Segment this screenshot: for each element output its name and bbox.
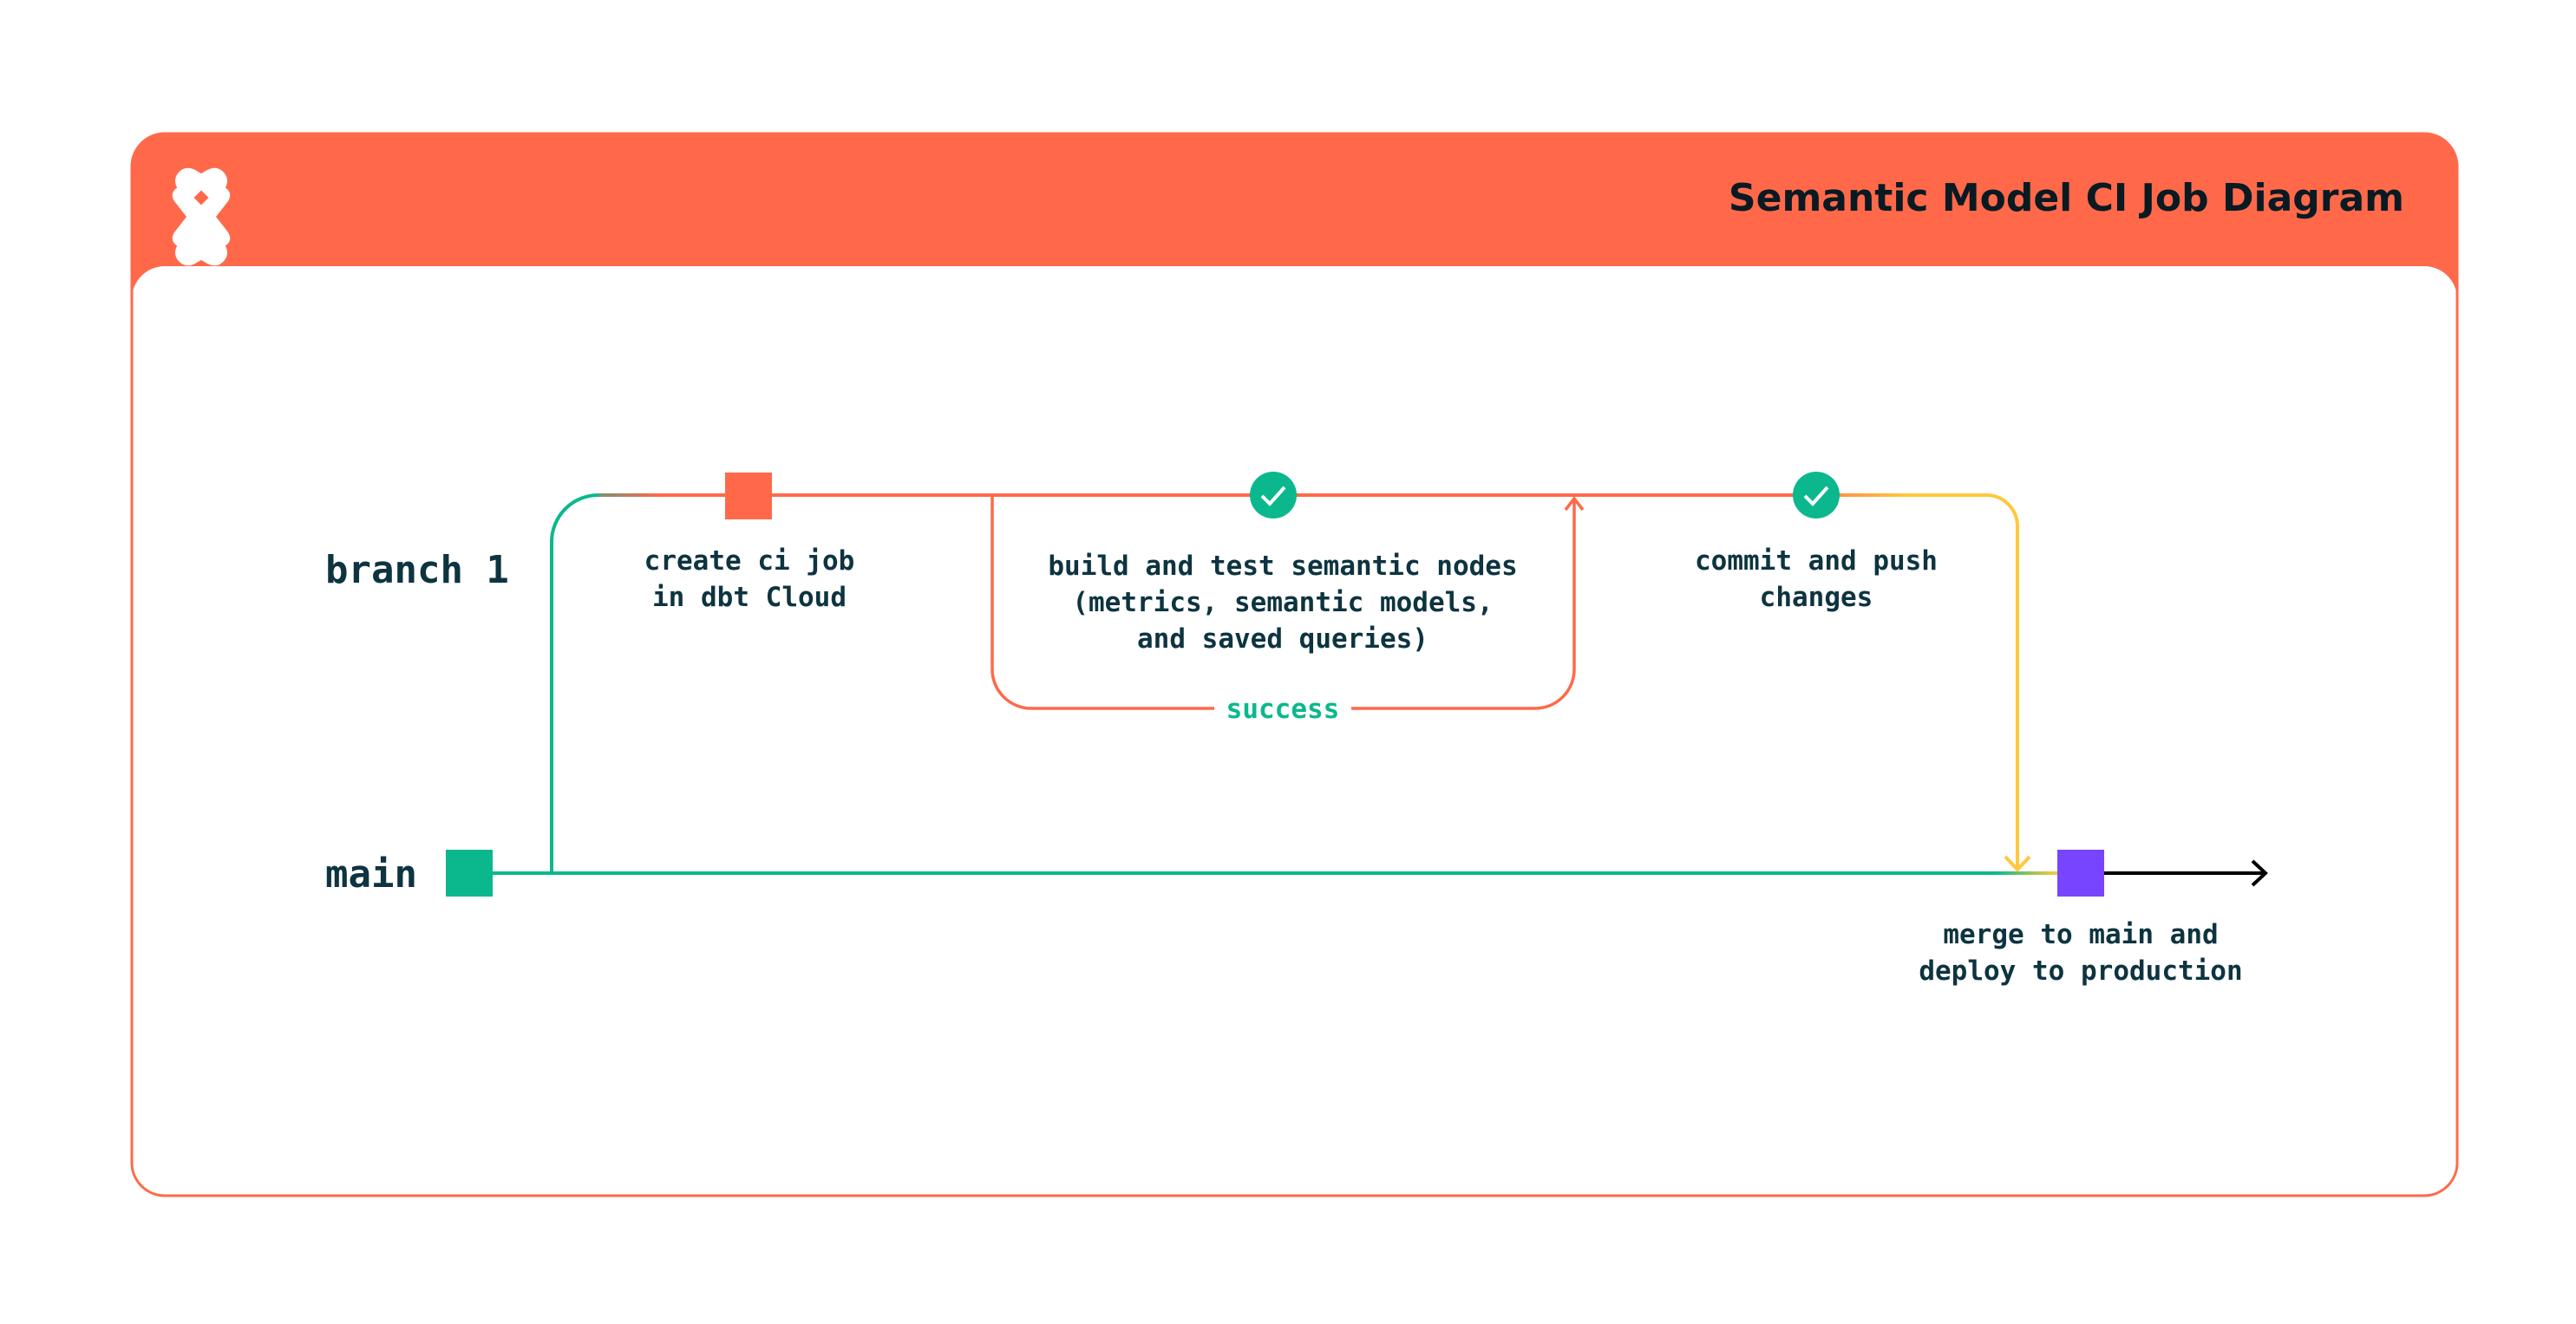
arrow-down-icon: [2004, 855, 2031, 872]
arrow-up-icon: [1564, 496, 1585, 512]
label-line: changes: [1760, 582, 1873, 613]
arrow-right-icon: [2251, 859, 2268, 887]
lane-label-branch: branch 1: [325, 548, 509, 592]
label-line: create ci job: [644, 545, 855, 577]
commit-step-label: commit and push changes: [1695, 545, 1938, 613]
success-loop: [991, 495, 1576, 710]
label-line: and saved queries): [1137, 623, 1429, 655]
check-circle-icon: [1250, 472, 1297, 519]
branch-line-start: [550, 493, 659, 873]
check-circle-icon: [1793, 472, 1840, 519]
header-bar: [132, 134, 2457, 266]
lane-label-main: main: [325, 852, 417, 897]
loop-label-success: success: [1226, 694, 1340, 725]
create-step-label: create ci job in dbt Cloud: [644, 545, 855, 613]
build-step-label: build and test semantic nodes (metrics, …: [1048, 551, 1517, 655]
diagram-title: Semantic Model CI Job Diagram: [1729, 176, 2404, 220]
diagram-card: [130, 132, 2459, 1197]
main-start-node: [446, 850, 493, 897]
merge-step-label: merge to main and deploy to production: [1919, 919, 2242, 987]
label-line: commit and push: [1695, 545, 1938, 577]
label-line: merge to main and: [1943, 919, 2218, 950]
label-line: (metrics, semantic models,: [1072, 587, 1493, 618]
merge-node: [2057, 850, 2104, 897]
label-line: build and test semantic nodes: [1048, 551, 1517, 582]
dbt-logo-icon: [172, 167, 231, 266]
label-line: in dbt Cloud: [652, 582, 847, 613]
create-ci-job-node: [725, 473, 772, 519]
label-line: deploy to production: [1919, 955, 2242, 987]
commit-to-main-line: [1908, 493, 2019, 869]
